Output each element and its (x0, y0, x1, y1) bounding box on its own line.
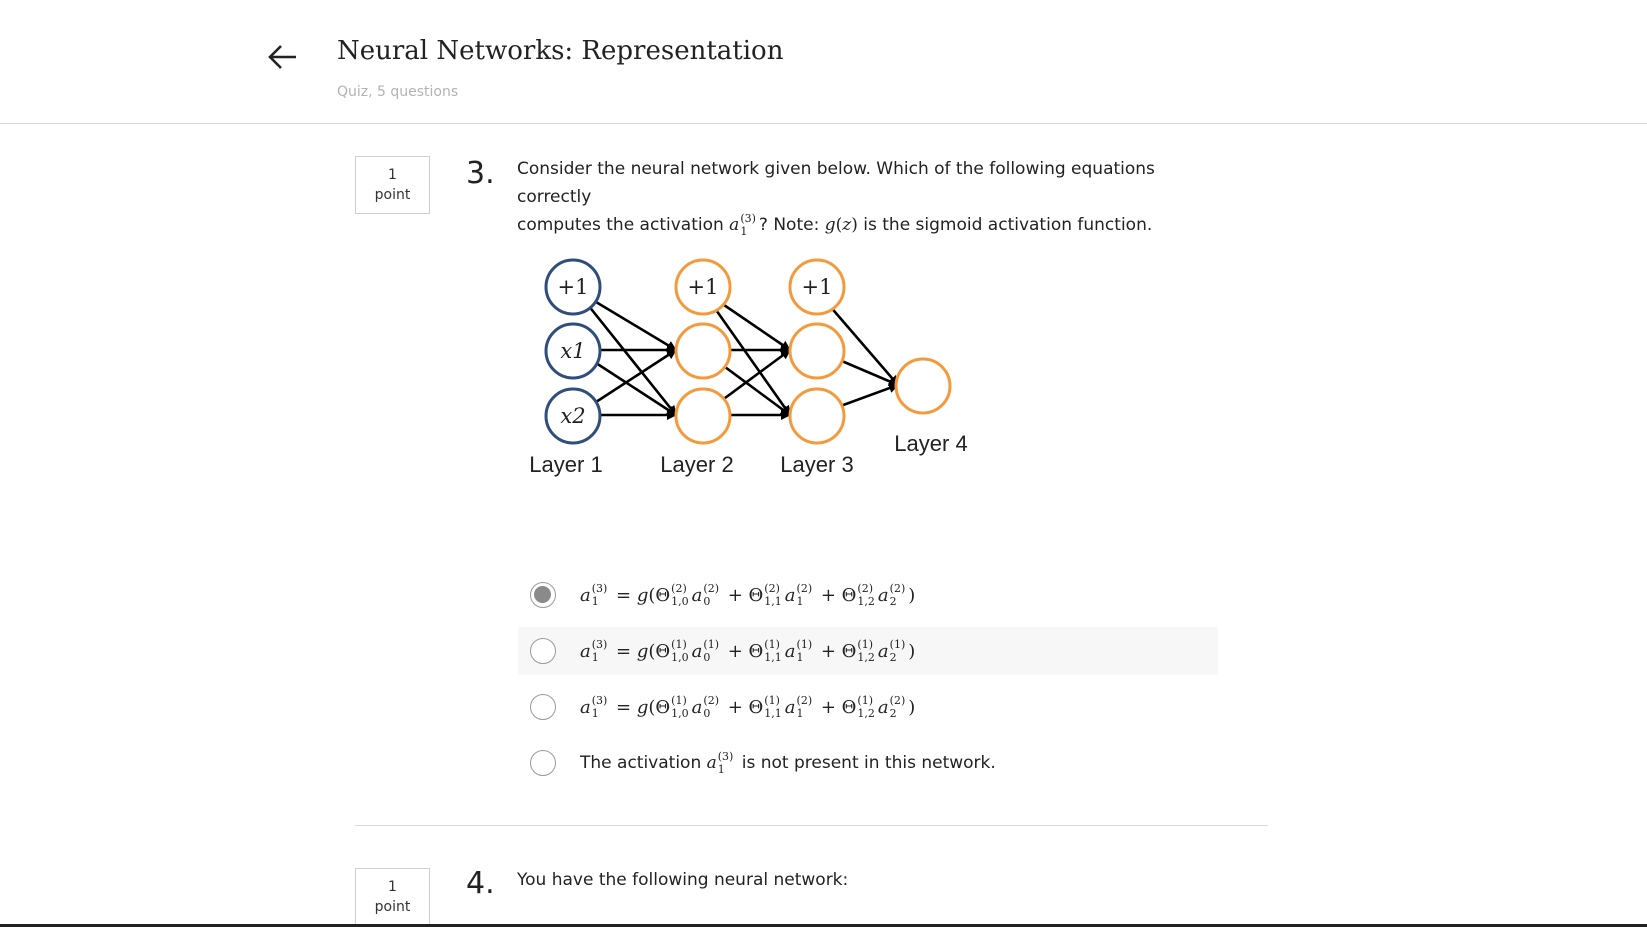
x2-node (544, 387, 602, 445)
page-title: Neural Networks: Representation (337, 36, 784, 66)
points-unit: point (374, 899, 411, 915)
hidden-node-2-2 (674, 387, 732, 445)
question-text: Consider the neural network given below.… (517, 155, 1197, 239)
question-text-line2: computes the activation a(3)1? Note: g(z… (517, 212, 1153, 238)
points-badge: 1 point (355, 868, 430, 926)
option-text-4: The activation a(3)1 is not present in t… (580, 749, 996, 776)
radio-button[interactable] (530, 694, 556, 720)
layer3-nodes (788, 258, 846, 445)
activation-symbol: a(3)1 (706, 749, 734, 776)
question-number: 3. (466, 156, 495, 191)
activation-symbol: a(3)1 (729, 212, 756, 238)
question-divider (355, 825, 1268, 826)
points-value: 1 (388, 167, 397, 183)
answer-option-4[interactable]: The activation a(3)1 is not present in t… (518, 739, 1218, 787)
quiz-subtitle: Quiz, 5 questions (337, 84, 459, 100)
x2-label: x2 (560, 404, 585, 428)
question-text-line1: Consider the neural network given below.… (517, 159, 1155, 207)
bias-node-layer3 (788, 258, 846, 316)
points-value: 1 (388, 879, 397, 895)
bias-node-layer1 (544, 258, 602, 316)
sigmoid-symbol: g(z) (824, 215, 858, 235)
question-number: 4. (466, 866, 495, 901)
neural-network-diagram: +1 +1 +1 x1 x2 Layer 1 Layer 2 Layer 3 L… (520, 250, 980, 494)
question-text: You have the following neural network: (517, 870, 849, 890)
back-arrow-icon[interactable] (266, 40, 300, 74)
hidden-node-2-1 (674, 322, 732, 380)
x1-node (544, 322, 602, 380)
layer-label-4: Layer 4 (894, 431, 967, 456)
layer-label-3: Layer 3 (780, 452, 853, 477)
radio-button[interactable] (530, 750, 556, 776)
header-divider (0, 123, 1647, 124)
output-node (894, 357, 952, 415)
layer2-nodes (674, 258, 732, 445)
points-badge: 1 point (355, 156, 430, 214)
bias-label-layer1: +1 (558, 275, 589, 299)
layer1-nodes (544, 258, 602, 445)
bias-label-layer2: +1 (688, 275, 719, 299)
radio-button[interactable] (530, 638, 556, 664)
points-unit: point (374, 187, 411, 203)
radio-button-selected[interactable] (530, 582, 556, 608)
bottom-border (0, 924, 1647, 927)
x1-label: x1 (560, 339, 585, 363)
hidden-node-3-1 (788, 322, 846, 380)
layer-label-1: Layer 1 (529, 452, 602, 477)
layer-label-2: Layer 2 (660, 452, 733, 477)
bias-node-layer2 (674, 258, 732, 316)
hidden-node-3-2 (788, 387, 846, 445)
bias-label-layer3: +1 (802, 275, 833, 299)
network-svg: +1 +1 +1 x1 x2 Layer 1 Layer 2 Layer 3 L… (529, 258, 968, 477)
